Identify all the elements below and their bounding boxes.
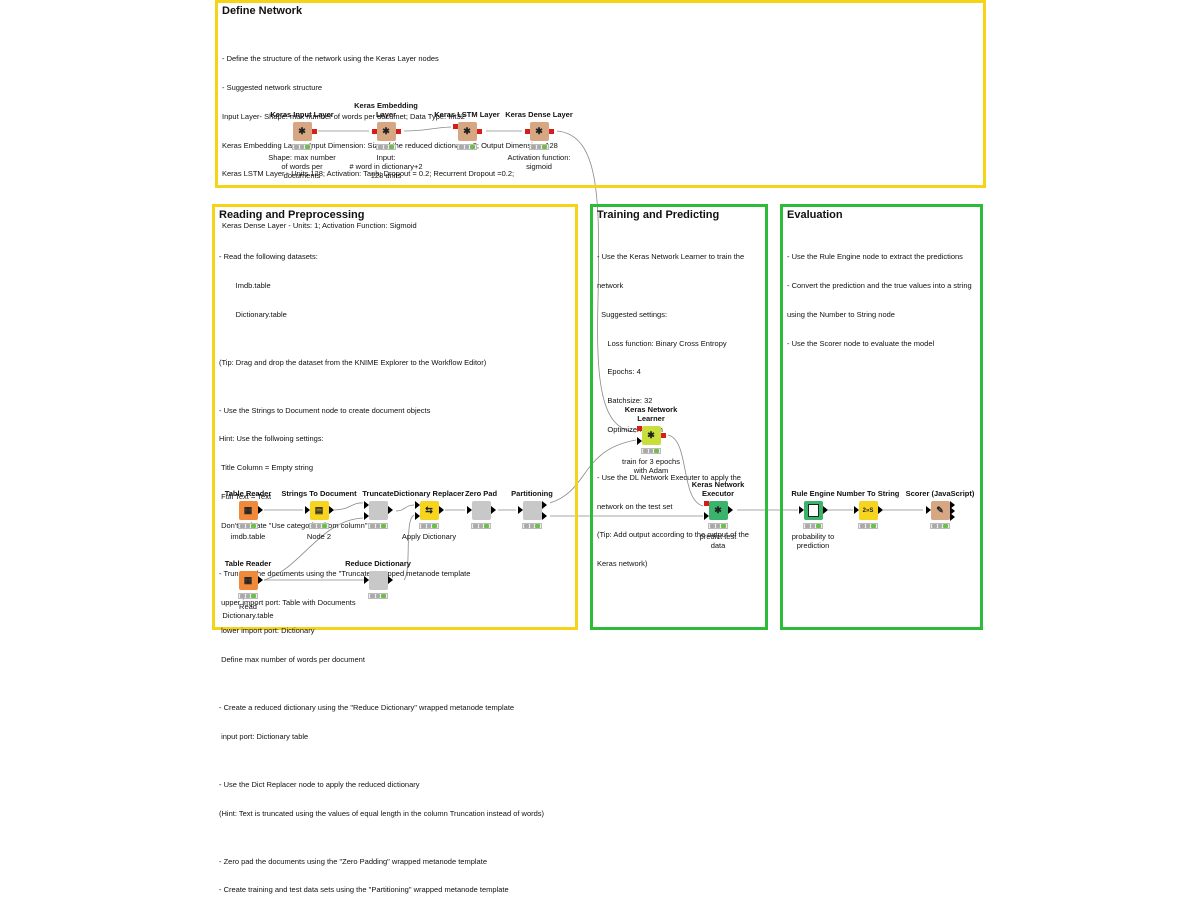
- wire-dense-learner: [556, 130, 637, 433]
- node-title: Strings To Document: [281, 489, 357, 498]
- node-title: Keras Network Executor: [691, 480, 745, 498]
- wire-reduce-dictreplacer: [403, 514, 415, 581]
- wire-partitioning-learner: [549, 439, 637, 504]
- annotation-text: - Define the structure of the network us…: [222, 54, 558, 231]
- node-status: [803, 523, 823, 529]
- node-status: [457, 144, 477, 150]
- node-label[interactable]: train for 3 epochs with Adam: [622, 457, 680, 475]
- convert-icon: 2»S: [853, 501, 883, 520]
- node-keras-input-layer[interactable]: Keras Input Layer ✱ Shape: max number of…: [257, 110, 347, 180]
- node-label[interactable]: Node 2: [306, 532, 332, 541]
- node-truncate[interactable]: Truncate: [333, 489, 423, 529]
- node-title: Zero Pad: [464, 489, 498, 498]
- node-status: [858, 523, 878, 529]
- annotation-define-network: Define Network - Define the structure of…: [215, 0, 986, 230]
- node-status: [471, 523, 491, 529]
- node-status: [641, 448, 661, 454]
- node-dictionary-replacer[interactable]: Dictionary Replacer ⇆ Apply Dictionary: [384, 489, 474, 541]
- wire-embedding-lstm: [403, 126, 452, 132]
- node-keras-embedding-layer[interactable]: Keras Embedding Layer ✱ Input: # word in…: [341, 101, 431, 180]
- wire-reader2-truncate: [263, 517, 364, 581]
- node-title: Rule Engine: [791, 489, 835, 498]
- node-rule-engine[interactable]: Rule Engine probability to prediction: [768, 489, 858, 550]
- node-keras-dense-layer[interactable]: Keras Dense Layer ✱ Activation function:…: [494, 110, 584, 171]
- table-icon: ▦: [238, 571, 263, 590]
- table-icon: ▦: [238, 501, 263, 520]
- wire-truncate-dictreplacer: [395, 504, 415, 512]
- node-title: Reduce Dictionary: [345, 559, 411, 568]
- metanode-icon: [517, 501, 547, 520]
- annotation-title: Reading and Preprocessing: [219, 209, 365, 221]
- replace-icon: ⇆: [414, 501, 444, 520]
- network-icon: ✱: [292, 122, 317, 141]
- node-title: Keras Embedding Layer: [354, 101, 418, 119]
- node-title: Table Reader: [224, 559, 272, 568]
- node-strings-to-document[interactable]: Strings To Document ▤ Node 2: [274, 489, 364, 541]
- node-title: Number To String: [836, 489, 900, 498]
- node-keras-lstm-layer[interactable]: Keras LSTM Layer ✱: [422, 110, 512, 150]
- annotation-training-predicting: Training and Predicting - Use the Keras …: [590, 204, 768, 630]
- rule-icon: [798, 501, 828, 520]
- document-icon: ▤: [304, 501, 334, 520]
- scorer-icon: ✎: [925, 501, 955, 521]
- node-status: [522, 523, 542, 529]
- metanode-icon: [363, 501, 393, 520]
- network-icon: ✱: [452, 122, 482, 141]
- node-title: Dictionary Replacer: [393, 489, 465, 498]
- node-status: [419, 523, 439, 529]
- node-status: [292, 144, 312, 150]
- node-title: Truncate: [362, 489, 394, 498]
- network-icon: ✱: [524, 122, 554, 141]
- metanode-icon: [466, 501, 496, 520]
- node-label[interactable]: predict test data: [699, 532, 737, 550]
- node-keras-network-learner[interactable]: Keras Network Learner ✱ train for 3 epoc…: [606, 405, 696, 475]
- node-label[interactable]: probability to prediction: [791, 532, 835, 550]
- node-status: [368, 593, 388, 599]
- node-status: [368, 523, 388, 529]
- annotation-evaluation: Evaluation - Use the Rule Engine node to…: [780, 204, 983, 630]
- annotation-text: - Use the Rule Engine node to extract th…: [787, 252, 972, 348]
- node-title: Table Reader: [224, 489, 272, 498]
- node-status: [930, 523, 950, 529]
- annotation-title: Evaluation: [787, 209, 843, 221]
- node-reduce-dictionary[interactable]: Reduce Dictionary: [333, 559, 423, 599]
- node-label[interactable]: Apply Dictionary: [401, 532, 457, 541]
- network-icon: ✱: [371, 122, 401, 141]
- node-zero-pad[interactable]: Zero Pad: [436, 489, 526, 529]
- node-table-reader-dictionary[interactable]: Table Reader ▦ Read Dictionary.table: [203, 559, 293, 620]
- node-status: [529, 144, 549, 150]
- node-number-to-string[interactable]: Number To String 2»S: [823, 489, 913, 529]
- metanode-icon: [363, 571, 393, 590]
- network-icon: ✱: [636, 426, 666, 445]
- node-status: [238, 593, 258, 599]
- annotation-title: Training and Predicting: [597, 209, 720, 221]
- node-title: Partitioning: [511, 489, 553, 498]
- node-title: Keras LSTM Layer: [434, 110, 500, 119]
- node-keras-network-executor[interactable]: Keras Network Executor ✱ predict test da…: [673, 480, 763, 550]
- annotation-text: - Use the Keras Network Learner to train…: [597, 252, 749, 569]
- node-label[interactable]: Activation function: sigmoid: [507, 153, 571, 171]
- node-label[interactable]: Input: # word in dictionary+2 128 units: [349, 153, 423, 180]
- node-label[interactable]: imdb.table: [230, 532, 266, 541]
- node-title: Keras Network Learner: [624, 405, 678, 423]
- node-status: [376, 144, 396, 150]
- node-label[interactable]: Read Dictionary.table: [222, 602, 274, 620]
- wire-s2d-truncate: [333, 502, 364, 511]
- node-status: [309, 523, 329, 529]
- node-status: [238, 523, 258, 529]
- network-icon: ✱: [703, 501, 733, 520]
- node-title: Keras Input Layer: [270, 110, 334, 119]
- node-table-reader-imdb[interactable]: Table Reader ▦ imdb.table: [203, 489, 293, 541]
- node-title: Scorer (JavaScript): [905, 489, 975, 498]
- wire-learner-executor: [667, 434, 704, 507]
- node-label[interactable]: Shape: max number of words per documents: [268, 153, 336, 180]
- node-status: [708, 523, 728, 529]
- node-partitioning[interactable]: Partitioning: [487, 489, 577, 529]
- node-scorer-javascript[interactable]: Scorer (JavaScript) ✎: [895, 489, 985, 529]
- annotation-title: Define Network: [222, 5, 303, 17]
- node-title: Keras Dense Layer: [505, 110, 573, 119]
